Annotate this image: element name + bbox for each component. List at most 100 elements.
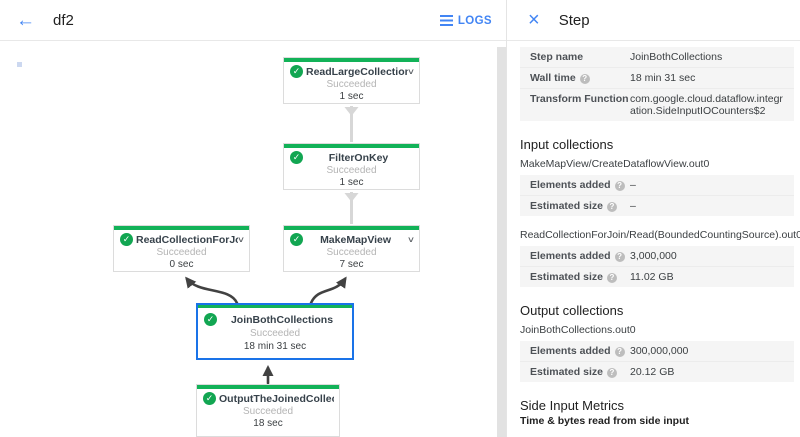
success-check-icon: ✓ [120,233,133,246]
help-icon[interactable]: ? [614,347,625,357]
table-row: Elements added? – [520,175,794,196]
row-value: com.google.cloud.dataflow.integration.Si… [630,93,783,117]
help-icon[interactable]: ? [614,252,625,262]
node-status: Succeeded [326,247,377,258]
table-row: Step name JoinBothCollections [520,47,794,68]
help-icon[interactable]: ? [606,273,617,283]
row-value: – [630,179,636,191]
step-panel-body: Step name JoinBothCollections Wall time?… [507,41,800,437]
node-status-bar [198,305,352,308]
node-duration: 7 sec [339,259,364,270]
edge-arrow-down-icon [344,193,359,202]
collection-name: ReadCollectionForJoin/Read(BoundedCounti… [520,229,800,241]
step-details-panel: × Step Step name JoinBothCollections Wal… [506,0,800,437]
node-duration: 1 sec [339,91,364,102]
output-collections-heading: Output collections [520,303,624,318]
side-input-metrics-table: Side input collection Time spent reading… [520,431,794,437]
graph-node-joinbothcollections[interactable]: ✓ JoinBothCollections Succeeded 18 min 3… [196,303,354,360]
collection-metrics-table: Elements added? 3,000,000 Estimated size… [520,246,794,287]
help-icon[interactable]: ? [614,181,625,191]
node-duration: 0 sec [169,259,194,270]
table-row: Transform Function com.google.cloud.data… [520,89,794,121]
table-row: Wall time? 18 min 31 sec [520,68,794,89]
graph-edges [185,106,359,385]
node-duration: 18 sec [253,418,283,429]
minimap-dot [17,62,22,67]
node-status-bar [114,226,249,230]
row-value: 20.12 GB [630,366,675,378]
input-collections-heading: Input collections [520,137,614,152]
table-header-row: Side input collection Time spent reading… [520,431,794,437]
column-header: Side input collection [520,431,665,437]
row-label: Wall time? [520,72,630,84]
row-label: Estimated size? [520,200,630,212]
help-icon[interactable]: ? [606,368,617,378]
node-status: Succeeded [326,165,377,176]
node-status: Succeeded [249,328,301,339]
row-value: 3,000,000 [630,250,677,262]
node-status-bar [284,226,419,230]
node-title: ReadLargeCollectionFr... [306,65,409,78]
node-title: FilterOnKey [328,151,389,164]
graph-vertical-scrollbar[interactable] [497,47,506,437]
graph-node-readlargecollection[interactable]: ✓ ReadLargeCollectionFr... ∨ Succeeded 1… [283,57,420,104]
graph-node-filteronkey[interactable]: ✓ FilterOnKey Succeeded 1 sec [283,143,420,190]
column-header: Bytes read [757,431,794,437]
step-details-table: Step name JoinBothCollections Wall time?… [520,47,794,121]
row-label: Estimated size? [520,366,630,378]
node-status: Succeeded [156,247,207,258]
row-value: 18 min 31 sec [630,72,696,84]
row-label: Estimated size? [520,271,630,283]
success-check-icon: ✓ [204,313,217,326]
success-check-icon: ✓ [290,233,303,246]
row-label: Elements added? [520,179,630,191]
table-row: Estimated size? 20.12 GB [520,362,794,382]
row-value: 300,000,000 [630,345,689,357]
edge-join-readcollection [185,276,239,305]
success-check-icon: ✓ [290,151,303,164]
column-header: Time spent reading [665,431,757,437]
step-panel-header: × Step [507,0,800,41]
node-title: MakeMapView [320,233,392,246]
back-arrow-icon[interactable]: ← [16,9,35,31]
row-label: Elements added? [520,250,630,262]
graph-node-outputthejoined[interactable]: ✓ OutputTheJoinedCollec... Succeeded 18 … [196,384,340,437]
collection-name: MakeMapView/CreateDataflowView.out0 [520,158,710,170]
graph-node-makemapview[interactable]: ✓ MakeMapView ∨ Succeeded 7 sec [283,225,420,272]
node-status-bar [284,58,419,62]
job-graph-panel: ← df2 LOGS [0,0,506,437]
chevron-down-icon[interactable]: ∨ [406,235,416,244]
chevron-down-icon[interactable]: ∨ [406,67,416,76]
node-duration: 18 min 31 sec [243,341,307,352]
node-status-bar [197,385,339,389]
side-input-metrics-subheading: Time & bytes read from side input [520,415,690,427]
success-check-icon: ✓ [290,65,303,78]
table-row: Elements added? 3,000,000 [520,246,794,267]
edge-arrow-down-icon [344,107,359,116]
graph-node-readcollectionforjoin[interactable]: ✓ ReadCollectionForJoin ∨ Succeeded 0 se… [113,225,250,272]
help-icon[interactable]: ? [579,74,590,84]
node-status: Succeeded [242,406,294,417]
node-status-bar [284,144,419,148]
row-label: Elements added? [520,345,630,357]
table-row: Elements added? 300,000,000 [520,341,794,362]
collection-name: JoinBothCollections.out0 [520,324,636,336]
logs-button[interactable]: LOGS [439,0,492,41]
help-icon[interactable]: ? [606,202,617,212]
node-duration: 1 sec [339,177,364,188]
step-panel-title: Step [558,11,590,29]
table-row: Estimated size? 11.02 GB [520,267,794,287]
logs-button-label: LOGS [457,14,492,27]
node-title: JoinBothCollections [230,313,334,326]
chevron-down-icon[interactable]: ∨ [236,235,246,244]
row-value: 11.02 GB [630,271,674,283]
job-header: ← df2 LOGS [0,0,506,41]
node-status: Succeeded [326,79,377,90]
node-title: ReadCollectionForJoin [136,233,238,246]
job-title: df2 [53,11,74,29]
logs-list-icon [439,15,453,26]
close-icon[interactable]: × [528,9,540,31]
collection-metrics-table: Elements added? 300,000,000 Estimated si… [520,341,794,382]
collection-metrics-table: Elements added? – Estimated size? – [520,175,794,216]
